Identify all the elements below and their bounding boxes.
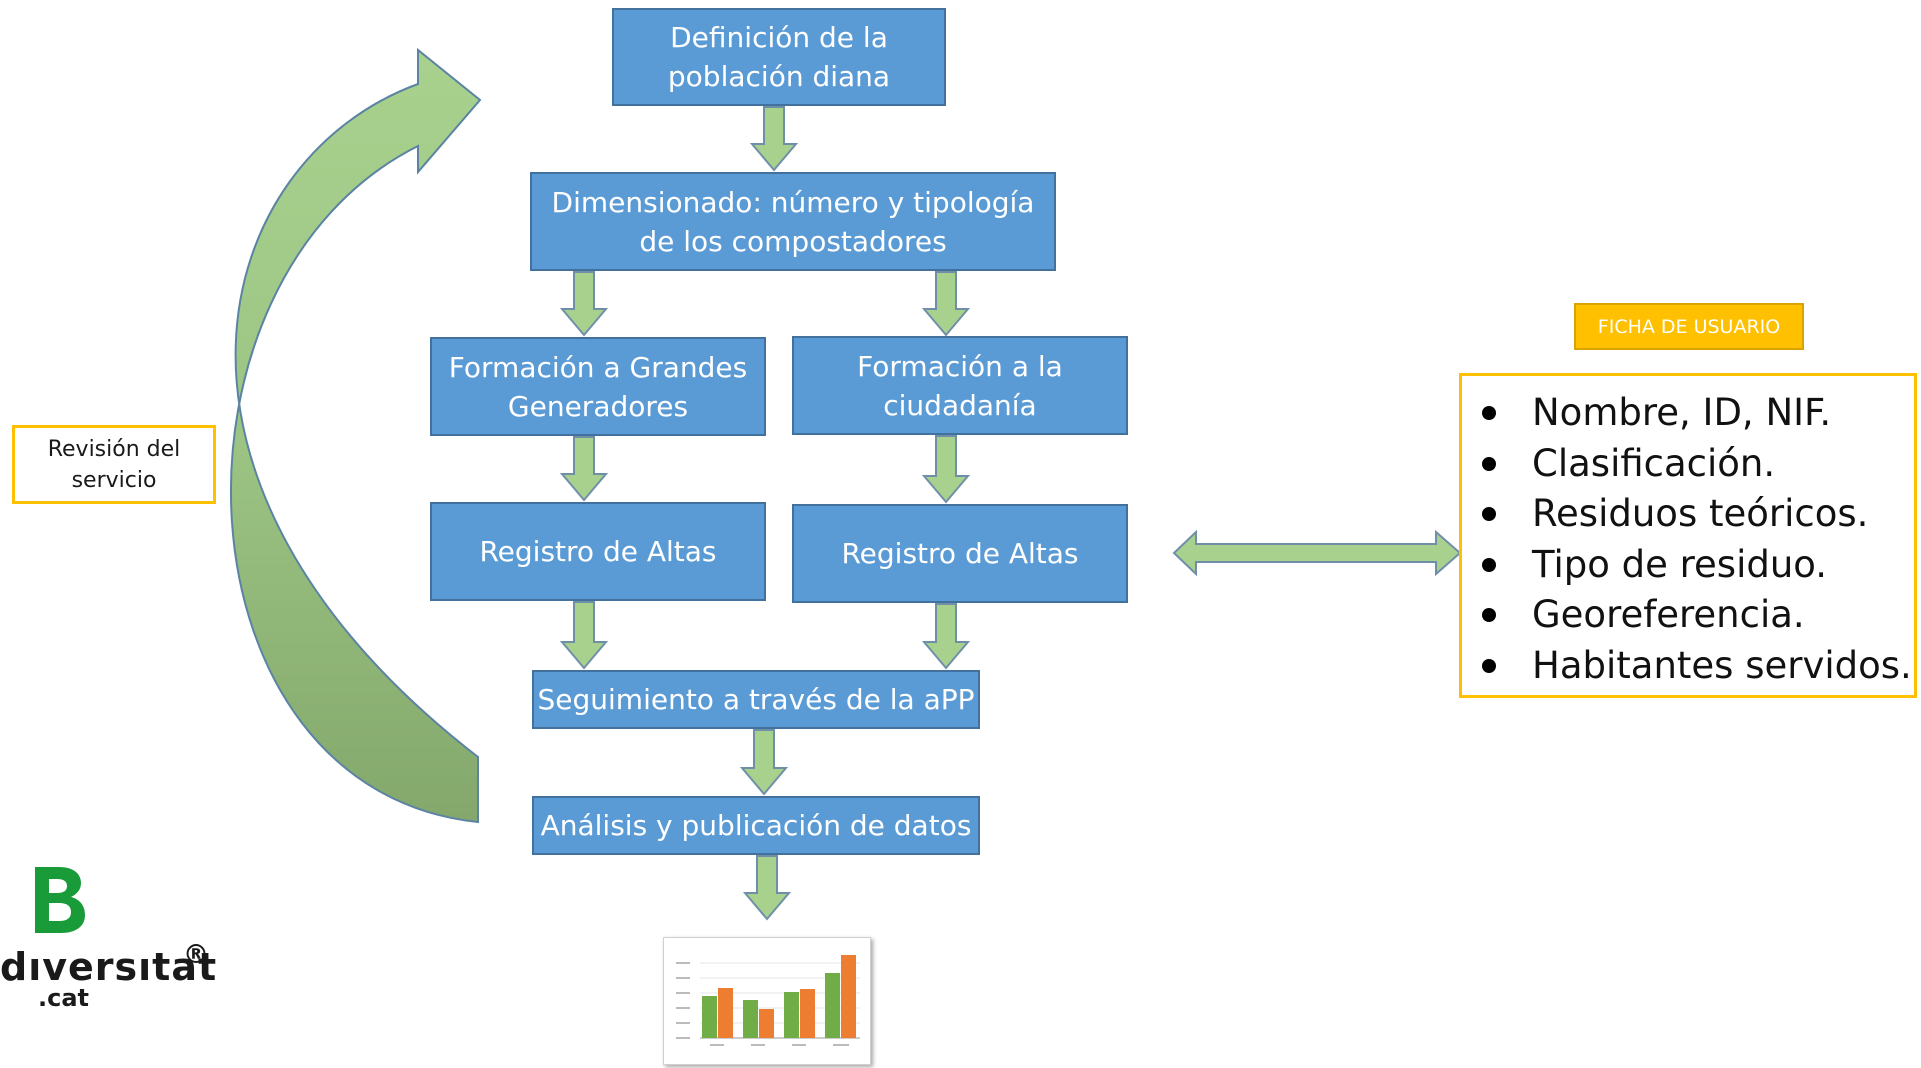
definicion-label: Definición de la población diana [667,21,891,93]
dimensionado-box: Dimensionado: número y tipología de los … [530,172,1056,271]
ficha-title-label: FICHA DE USUARIO [1597,315,1781,338]
bullet-icon [1482,456,1496,471]
down-arrow [560,601,608,670]
logo-wordmark: dıversıtat [0,945,218,989]
down-arrow [743,855,791,921]
list-item-text: Clasificación. [1532,441,1776,485]
bullet-icon [1482,406,1496,420]
down-arrow [922,271,970,337]
analisis-box: Análisis y publicación de datos [532,796,980,855]
registro-altas-left-box: Registro de Altas [430,502,766,601]
bullet-icon [1482,658,1496,673]
ficha-title: FICHA DE USUARIO [1574,303,1804,350]
review-label-box: Revisión del servicio [12,425,216,504]
list-item-text: Nombre, ID, NIF. [1532,391,1832,434]
definicion-box: Definición de la población diana [612,8,946,106]
logo-domain: .cat [38,984,90,1012]
seguimiento-box: Seguimiento a través de la aPP [532,670,980,729]
list-item-text: Tipo de residuo. [1532,542,1828,586]
down-arrow [750,106,798,172]
list-item: Habitantes servidos. [1462,641,1914,692]
bullet-icon [1482,557,1496,572]
logo-registered: ® [183,940,209,970]
down-arrow [560,436,608,502]
bullet-icon [1482,608,1496,622]
list-item: Georeferencia. [1462,590,1914,641]
logo-b-icon [35,867,85,933]
chart-thumbnail-icon [663,937,871,1065]
formacion-ciudadania-label: Formación a la ciudadanía [857,349,1063,422]
feedback-curved-arrow [229,47,482,824]
analisis-label: Análisis y publicación de datos [540,809,972,842]
list-item-text: Georeferencia. [1532,593,1805,636]
review-label: Revisión del servicio [47,436,181,493]
seguimiento-label: Seguimiento a través de la aPP [537,683,975,716]
down-arrow [922,435,970,504]
list-item-text: Residuos teóricos. [1532,492,1869,535]
down-arrow [740,729,788,796]
bullet-icon [1482,507,1496,521]
list-item: Tipo de residuo. [1462,540,1914,591]
list-item: Nombre, ID, NIF. [1462,388,1914,439]
list-item: Residuos teóricos. [1462,489,1914,540]
formacion-ciudadania-box: Formación a la ciudadanía [792,336,1128,435]
formacion-grandes-box: Formación a Grandes Generadores [430,337,766,436]
registro-altas-left-label: Registro de Altas [479,535,717,568]
formacion-grandes-label: Formación a Grandes Generadores [448,350,748,423]
down-arrow [922,603,970,670]
ficha-list: Nombre, ID, NIF. Clasificación. Residuos… [1462,376,1914,691]
list-item: Clasificación. [1462,439,1914,490]
ficha-list-box: Nombre, ID, NIF. Clasificación. Residuos… [1459,373,1917,698]
registro-altas-right-label: Registro de Altas [841,537,1079,570]
dimensionado-label: Dimensionado: número y tipología de los … [551,185,1035,258]
double-arrow [1172,530,1462,576]
list-item-text: Habitantes servidos. [1532,643,1912,687]
down-arrow [560,271,608,337]
registro-altas-right-box: Registro de Altas [792,504,1128,603]
